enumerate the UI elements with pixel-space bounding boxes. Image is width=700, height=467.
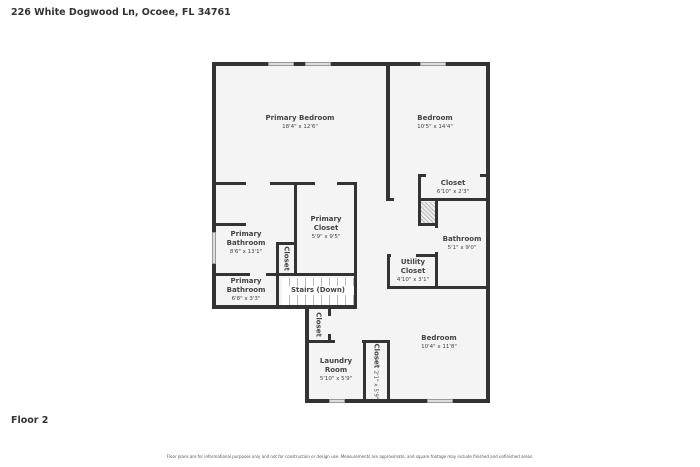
room-name: Primary Closet	[310, 215, 342, 232]
floor-fill	[213, 63, 488, 307]
wall	[212, 62, 216, 309]
room-bathroom: Bathroom 5'1" x 9'0"	[438, 235, 486, 252]
room-laundry: Laundry Room 5'10" x 5'9"	[310, 357, 362, 383]
wall	[213, 62, 490, 66]
address-title: 226 White Dogwood Ln, Ocoee, FL 34761	[11, 7, 231, 18]
room-dims: 5'1" x 9'0"	[447, 245, 477, 251]
wall	[418, 223, 438, 226]
room-primary-bedroom: Primary Bedroom 18'4" x 12'6"	[250, 114, 350, 131]
wall	[418, 198, 488, 201]
room-name: Laundry Room	[319, 357, 353, 374]
wall	[305, 399, 490, 403]
room-utility-closet: Utility Closet 4'10" x 3'1"	[391, 258, 435, 284]
room-dims: 5'10" x 5'9"	[319, 376, 353, 382]
room-name: Utility Closet	[400, 258, 426, 275]
room-primary-closet: Primary Closet 5'9" x 9'5"	[300, 215, 352, 241]
wall	[419, 174, 426, 177]
wall	[305, 340, 335, 343]
room-dims: 8'6" x 13'1"	[229, 249, 263, 255]
room-dims: 6'10" x 2'3"	[436, 189, 470, 195]
wall	[270, 182, 315, 185]
room-dims: 2'1" x 5'9"	[372, 370, 379, 400]
room-hall-closet: Closet	[314, 307, 323, 343]
room-name: Bedroom	[417, 114, 453, 122]
wall	[337, 182, 357, 185]
wall	[386, 198, 394, 201]
wall	[213, 273, 250, 276]
wall	[362, 340, 390, 343]
room-name: Closet	[314, 312, 323, 337]
wall	[480, 174, 488, 177]
wall	[387, 286, 488, 289]
disclaimer: Floor plans are for informational purpos…	[166, 454, 534, 459]
room-dims: 4'10" x 3'1"	[396, 277, 430, 283]
wall	[435, 252, 438, 288]
floor-fill	[307, 300, 488, 401]
wall	[416, 254, 438, 257]
window	[420, 62, 446, 66]
room-dims: 10'4" x 11'8"	[421, 344, 457, 350]
room-name: Closet	[282, 246, 291, 271]
stairs-down: Stairs (Down)	[282, 286, 354, 295]
wall	[213, 223, 246, 226]
room-dims: 5'9" x 9'5"	[311, 234, 341, 240]
room-name: Primary Bathroom	[226, 277, 266, 294]
room-dims: 10'5" x 14'4"	[417, 124, 453, 130]
room-name: Primary Bathroom	[226, 230, 266, 247]
room-name: Closet	[440, 179, 466, 187]
wall	[363, 340, 366, 402]
room-closet-small: Closet	[282, 241, 291, 277]
window	[329, 399, 345, 403]
shaft-hatch	[421, 202, 436, 224]
room-dims: 18'4" x 12'6"	[282, 124, 318, 130]
floor-label: Floor 2	[11, 415, 49, 426]
wall	[328, 308, 331, 316]
window	[212, 232, 216, 264]
room-name: Bedroom	[421, 334, 457, 342]
wall	[213, 182, 246, 185]
room-bedroom: Bedroom 10'5" x 14'4"	[395, 114, 475, 131]
window	[427, 399, 453, 403]
wall	[212, 305, 357, 309]
wall	[276, 242, 296, 245]
window	[268, 62, 294, 66]
room-dims: 6'8" x 3'3"	[231, 296, 261, 302]
wall	[486, 62, 490, 403]
room-primary-bathroom: Primary Bathroom 8'6" x 13'1"	[214, 230, 278, 256]
wall	[387, 254, 390, 288]
room-closet-2: Closet 2'1" x 5'9"	[372, 342, 381, 402]
room-name: Stairs (Down)	[290, 286, 346, 294]
window	[305, 62, 331, 66]
room-name: Closet	[372, 343, 381, 369]
wall	[328, 334, 331, 343]
room-name: Bathroom	[442, 235, 482, 243]
wall	[387, 340, 390, 402]
wall	[294, 182, 297, 275]
wall	[386, 62, 390, 200]
wall	[435, 198, 438, 228]
room-name: Primary Bedroom	[265, 114, 335, 122]
room-closet: Closet 6'10" x 2'3"	[420, 179, 486, 196]
wall	[387, 254, 391, 257]
room-primary-bathroom-2: Primary Bathroom 6'8" x 3'3"	[216, 277, 276, 303]
room-bedroom-2: Bedroom 10'4" x 11'8"	[392, 334, 486, 351]
wall	[354, 182, 357, 309]
wall	[266, 273, 357, 276]
wall	[305, 305, 309, 403]
